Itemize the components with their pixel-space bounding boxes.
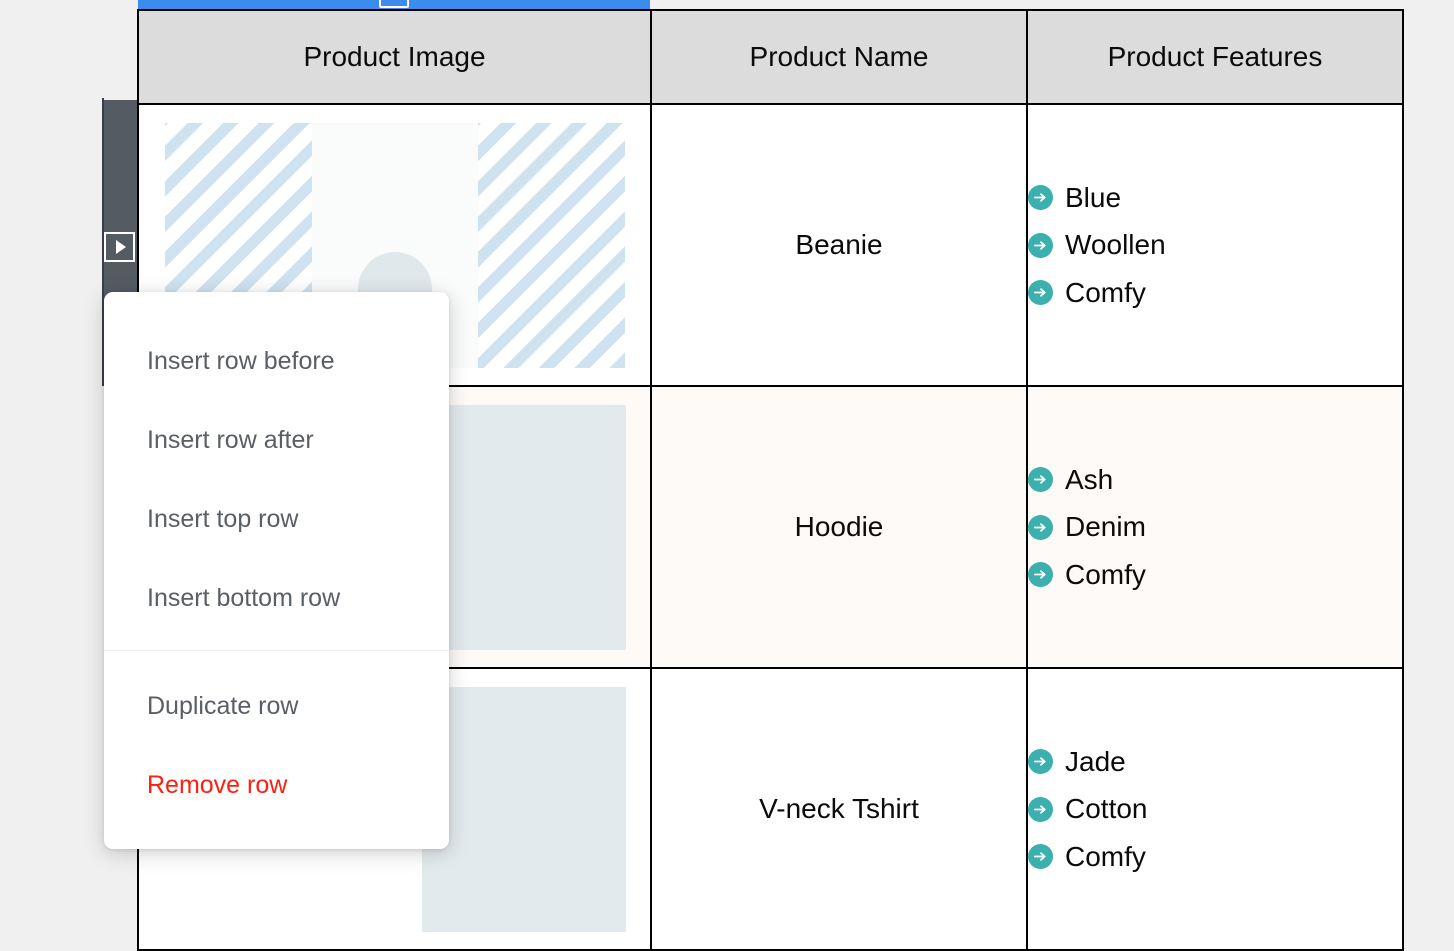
row-handle-strip[interactable]: [104, 100, 137, 300]
list-item: Comfy: [1028, 269, 1402, 317]
table-column-selection-bar[interactable]: [138, 0, 650, 9]
stripe-pattern-right: [478, 123, 625, 368]
column-header-product-name[interactable]: Product Name: [650, 9, 1028, 105]
arrow-right-circle-icon: [1028, 748, 1053, 774]
list-item: Cotton: [1028, 785, 1402, 833]
table-header-row: Product Image Product Name Product Featu…: [137, 9, 1404, 105]
product-features-cell[interactable]: Blue Woollen Comfy: [1026, 103, 1404, 387]
row-menu-toggle-button[interactable]: [104, 232, 135, 262]
feature-label: Cotton: [1065, 793, 1148, 825]
feature-label: Blue: [1065, 181, 1122, 213]
list-item: Jade: [1028, 738, 1402, 786]
feature-label: Jade: [1065, 745, 1126, 777]
feature-list: Blue Woollen Comfy: [1028, 174, 1402, 317]
list-item: Comfy: [1028, 833, 1402, 881]
row-selection-rail: [102, 98, 104, 386]
feature-label: Comfy: [1065, 276, 1146, 308]
arrow-right-circle-icon: [1028, 562, 1053, 588]
column-header-product-features[interactable]: Product Features: [1026, 9, 1404, 105]
arrow-right-circle-icon: [1028, 184, 1053, 210]
menu-item-insert-top-row[interactable]: Insert top row: [147, 505, 299, 533]
product-name-cell[interactable]: Hoodie: [650, 385, 1028, 669]
product-image-placeholder: [422, 405, 626, 650]
menu-item-duplicate-row[interactable]: Duplicate row: [147, 692, 299, 720]
list-item: Comfy: [1028, 551, 1402, 599]
editor-canvas: Product Image Product Name Product Featu…: [102, 0, 1404, 951]
list-item: Blue: [1028, 174, 1402, 222]
arrow-right-circle-icon: [1028, 232, 1053, 258]
menu-item-insert-row-after[interactable]: Insert row after: [147, 426, 314, 454]
list-item: Ash: [1028, 456, 1402, 504]
column-header-product-image[interactable]: Product Image: [137, 9, 652, 105]
arrow-right-circle-icon: [1028, 466, 1053, 492]
arrow-right-circle-icon: [1028, 844, 1053, 870]
arrow-right-circle-icon: [1028, 514, 1053, 540]
feature-label: Woollen: [1065, 229, 1166, 261]
feature-list: Ash Denim Comfy: [1028, 456, 1402, 599]
feature-label: Ash: [1065, 463, 1114, 495]
feature-label: Comfy: [1065, 840, 1146, 872]
feature-label: Denim: [1065, 511, 1146, 543]
list-item: Woollen: [1028, 221, 1402, 269]
row-context-menu: Insert row before Insert row after Inser…: [104, 292, 449, 849]
product-features-cell[interactable]: Jade Cotton Comfy: [1026, 667, 1404, 951]
menu-divider: [104, 650, 449, 651]
product-features-cell[interactable]: Ash Denim Comfy: [1026, 385, 1404, 669]
table-row: Beanie Blue Woollen: [137, 103, 1404, 387]
menu-item-remove-row[interactable]: Remove row: [147, 771, 288, 799]
play-triangle-icon: [115, 240, 126, 254]
feature-label: Comfy: [1065, 558, 1146, 590]
product-name-cell[interactable]: Beanie: [650, 103, 1028, 387]
menu-item-insert-row-before[interactable]: Insert row before: [147, 347, 335, 375]
column-resize-handle[interactable]: [379, 0, 409, 8]
arrow-right-circle-icon: [1028, 280, 1053, 306]
arrow-right-circle-icon: [1028, 796, 1053, 822]
feature-list: Jade Cotton Comfy: [1028, 738, 1402, 881]
list-item: Denim: [1028, 503, 1402, 551]
product-name-cell[interactable]: V-neck Tshirt: [650, 667, 1028, 951]
product-image-placeholder: [422, 687, 626, 932]
menu-item-insert-bottom-row[interactable]: Insert bottom row: [147, 584, 341, 612]
